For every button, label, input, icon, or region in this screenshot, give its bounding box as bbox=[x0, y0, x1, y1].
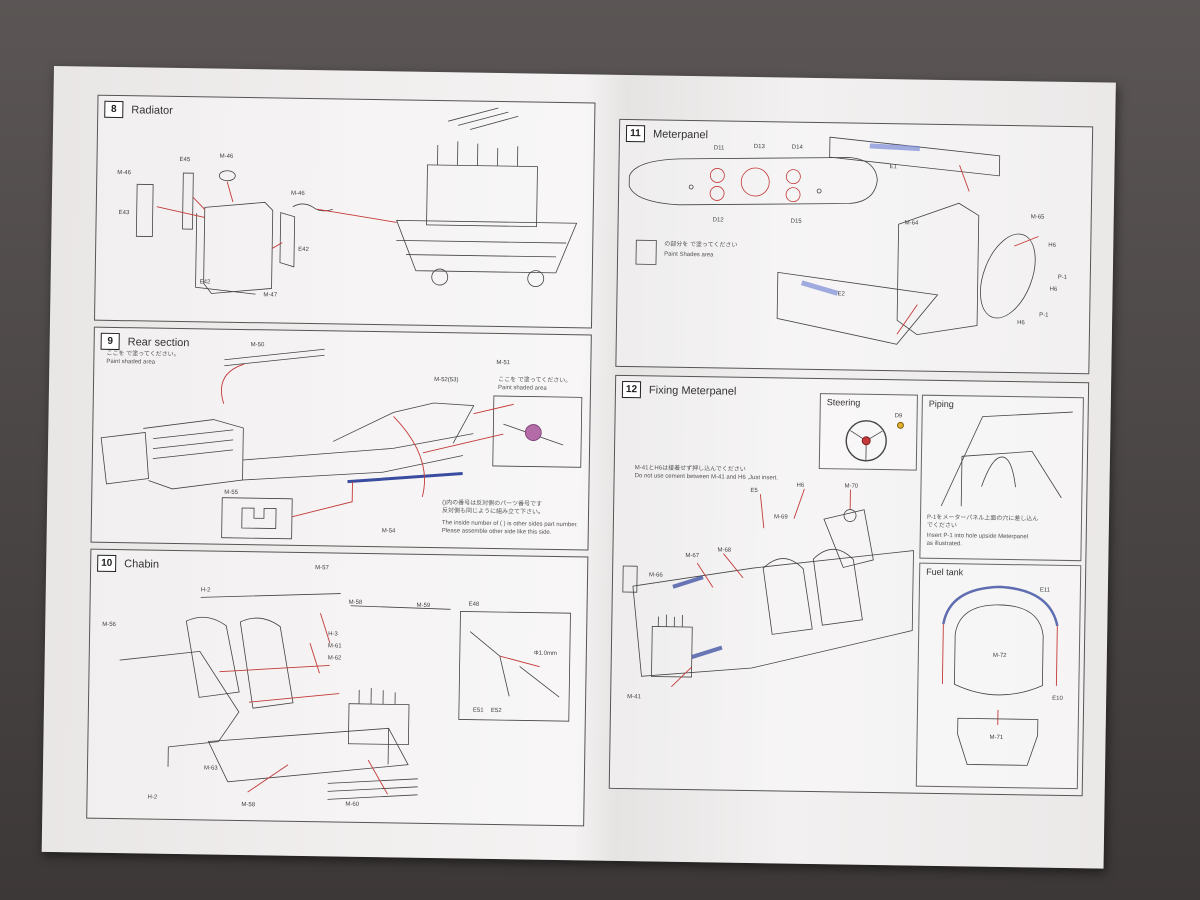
rear-section-diagram bbox=[100, 348, 583, 540]
steering-wheel-icon bbox=[845, 420, 904, 462]
panel-rear-section: 9 Rear section ここを で塗ってください。 Paint shade… bbox=[90, 326, 592, 551]
fuel-tank-diagram bbox=[941, 585, 1059, 766]
panel-radiator: 8 Radiator M-46 E45 M-46 M-46 E43 E42 E4… bbox=[94, 94, 596, 329]
piping-diagram bbox=[940, 411, 1073, 507]
panel-meterpanel: 11 Meterpanel D11 D13 D14 D12 D15 の部分を で… bbox=[615, 118, 1094, 375]
panel-chabin: 10 Chabin M-57 H-2 M-58 M-59 E48 M-56 H-… bbox=[86, 548, 589, 827]
meterpanel-diagram bbox=[628, 136, 1039, 345]
piping-box: Piping P-1をメーターパネル上面の穴に差し込ん でください Insert… bbox=[919, 394, 1084, 562]
radiator-diagram bbox=[135, 107, 578, 295]
instruction-sheet: 8 Radiator M-46 E45 M-46 M-46 E43 E42 E4… bbox=[41, 66, 1116, 869]
chabin-diagram bbox=[119, 593, 571, 800]
steering-box: Steering D9 bbox=[818, 393, 918, 471]
panel-fixing-meterpanel: 12 Fixing Meterpanel M-41とH6は接着せず押し込んでくだ… bbox=[608, 374, 1090, 797]
fuel-tank-box: Fuel tank E11 M-72 E10 M-71 bbox=[915, 562, 1082, 790]
chassis-diagram bbox=[622, 488, 914, 688]
